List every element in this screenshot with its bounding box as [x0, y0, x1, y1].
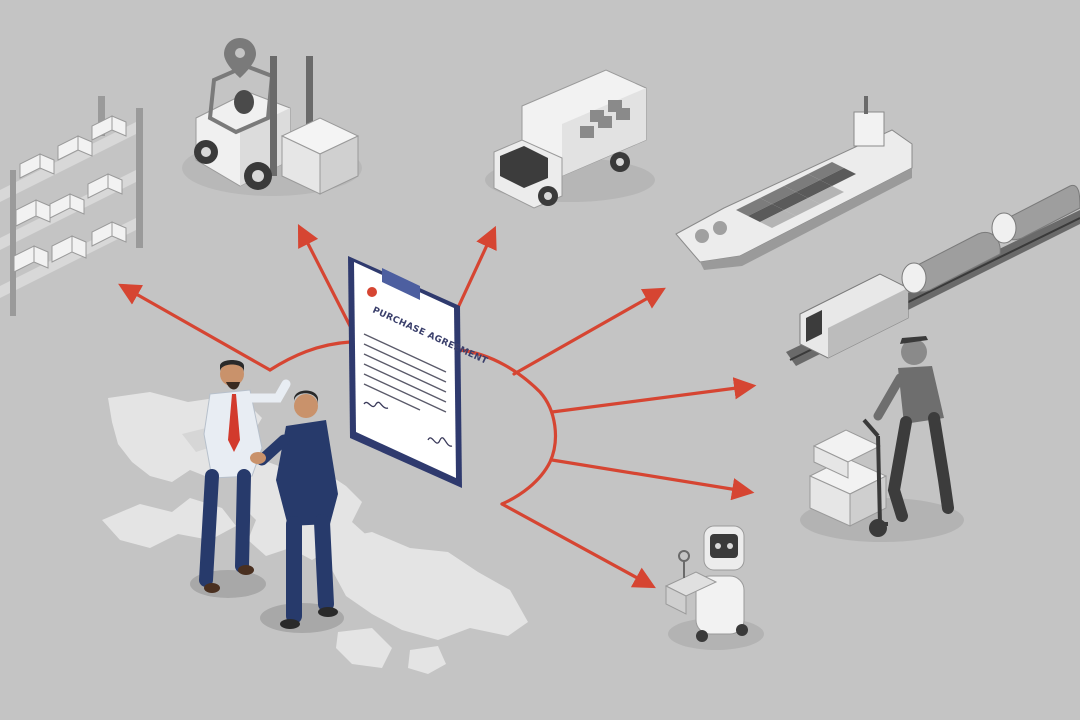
arrow-to-truck [454, 225, 497, 314]
courier-hand-truck-icon [800, 336, 964, 542]
warehouse-shelving-icon [0, 96, 143, 316]
handshake-icon [190, 360, 344, 633]
arrow-trunk-left [268, 340, 352, 372]
businessman-shirt [199, 360, 291, 593]
distribution-arrows [118, 224, 757, 589]
arrow-to-forklift [297, 224, 352, 328]
businessman-suit [250, 390, 338, 629]
arrow-to-courier [550, 458, 755, 501]
clipboard-icon: PURCHASE AGREEMENT [348, 256, 490, 488]
arrow-to-warehouse [118, 283, 272, 372]
arrow-to-robot [500, 502, 656, 589]
cargo-ship-icon [675, 96, 913, 270]
arrow-to-ship [512, 287, 666, 376]
delivery-robot-icon [664, 525, 764, 650]
signature-right [427, 437, 453, 447]
delivery-truck-icon [485, 69, 655, 209]
forklift-icon [182, 56, 362, 196]
location-pin-icon [224, 38, 256, 78]
freight-train-icon [786, 184, 1080, 366]
arrow-to-train [550, 377, 757, 414]
signature-left [363, 401, 389, 409]
arrow-trunk-right [458, 348, 558, 506]
